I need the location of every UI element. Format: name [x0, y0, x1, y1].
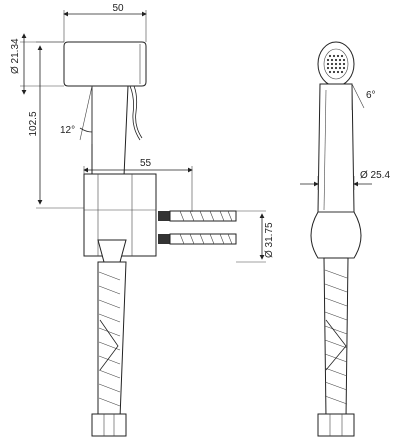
front-hose	[323, 257, 349, 419]
sprayer-handle	[91, 85, 129, 177]
sprayer-lever	[133, 85, 143, 139]
sprayer-head	[63, 41, 147, 87]
dim-head-angle: 6°	[366, 90, 376, 101]
front-holder	[310, 211, 362, 259]
hose	[97, 261, 127, 419]
dim-holder-diameter: Ø 31.75	[264, 222, 275, 258]
dim-height: 102.5	[28, 111, 39, 136]
dim-holder-width: 55	[140, 158, 152, 169]
dim-head-diameter: Ø 21.34	[10, 38, 21, 74]
screw-lower	[158, 233, 237, 245]
front-hose-fitting	[317, 413, 355, 437]
dim-top-width: 50	[112, 3, 124, 14]
nozzle-holes	[326, 54, 346, 74]
side-view: 50 Ø 21.34 102.5 12° 55 Ø 31.75	[10, 3, 275, 437]
front-view: 6° Ø 25.4	[300, 41, 390, 437]
hose-fitting	[91, 413, 127, 437]
dim-body-diameter: Ø 25.4	[360, 170, 390, 181]
front-body	[317, 83, 355, 213]
screw-upper	[158, 210, 237, 222]
dim-handle-angle: 12°	[60, 125, 75, 136]
